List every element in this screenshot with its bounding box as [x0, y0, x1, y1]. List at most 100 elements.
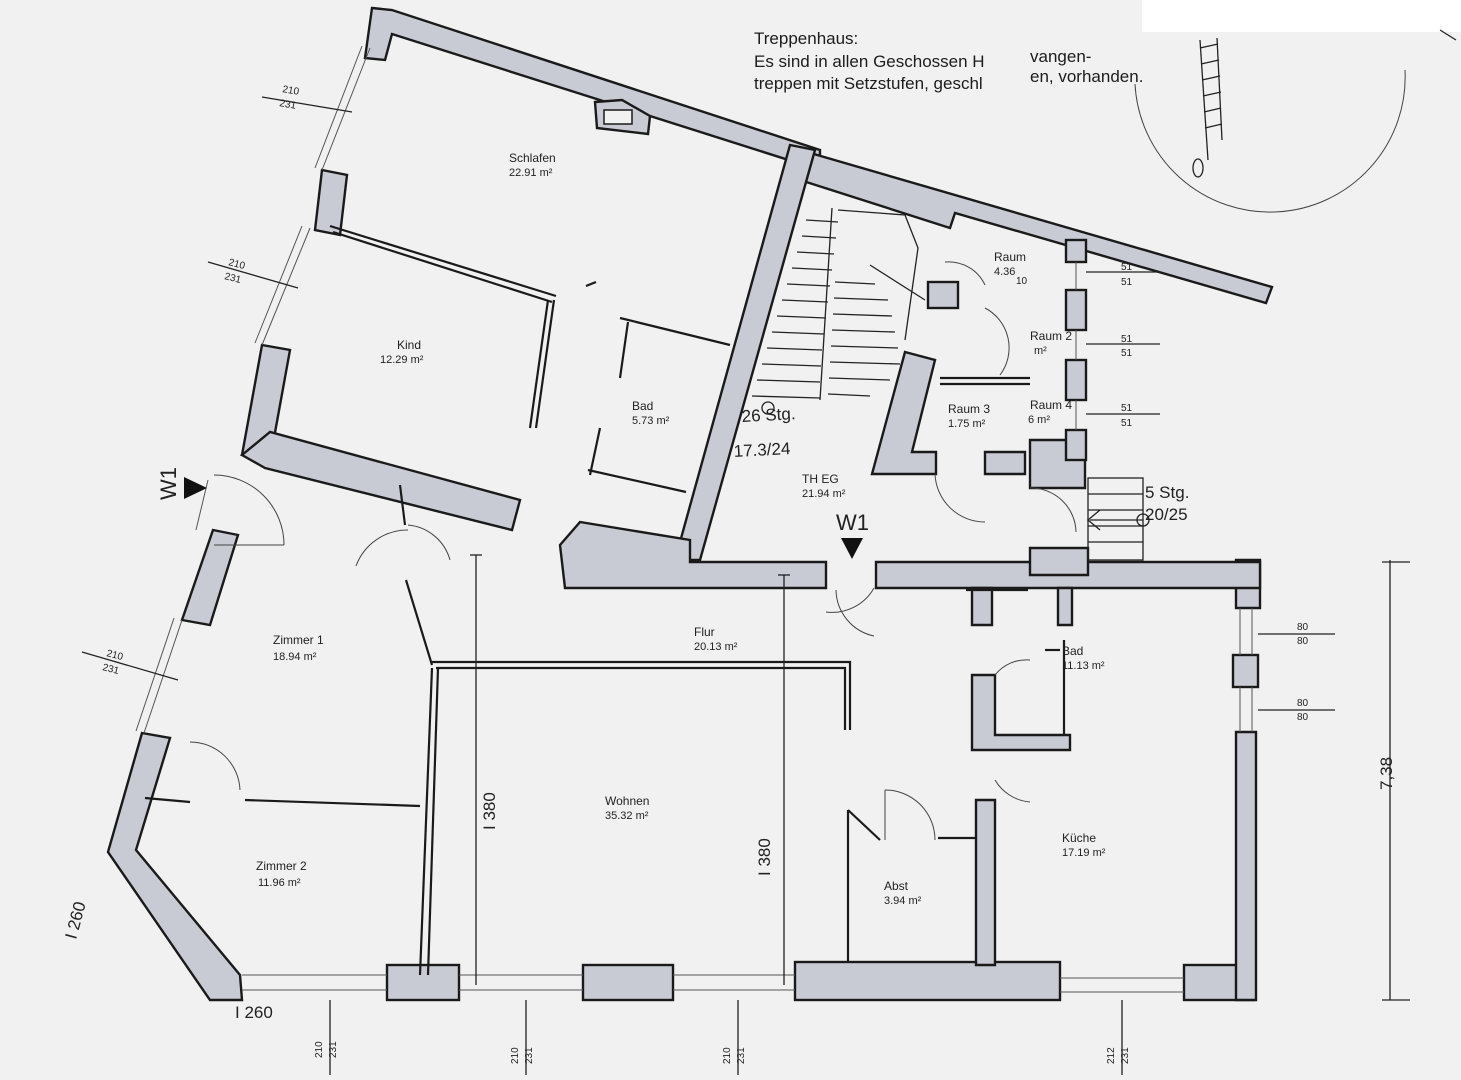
dim-51: 51	[1121, 262, 1133, 273]
room-name: Flur	[694, 625, 715, 639]
room-raum4[interactable]: Raum 4 6 m²	[1028, 398, 1072, 426]
w1-marker-center: W1	[836, 510, 869, 559]
paper-patch	[1142, 0, 1461, 32]
room-name: TH EG	[802, 472, 839, 486]
room-name: Zimmer 2	[256, 859, 307, 873]
room-area: 17.19 m²	[1062, 847, 1106, 859]
dim-80: 80	[1297, 622, 1309, 633]
room-area: 18.94 m²	[273, 651, 317, 663]
room-name: Küche	[1062, 831, 1096, 845]
window-dims: 210 231 210 231 210 231 210 231 210 231 …	[101, 84, 1308, 1064]
room-raum2[interactable]: Raum 2 m²	[1030, 329, 1072, 357]
room-area: 21.94 m²	[802, 488, 846, 500]
main-staircase[interactable]	[751, 207, 926, 415]
dim-231: 231	[101, 662, 120, 677]
dimension-i380-left: I 380	[480, 792, 499, 830]
dim-231: 231	[278, 98, 297, 112]
room-flur[interactable]: Flur 20.13 m²	[694, 625, 738, 653]
room-name: Wohnen	[605, 794, 649, 808]
room-name: Bad	[632, 399, 653, 413]
dim-212: 212	[1106, 1047, 1117, 1064]
dimension-i380-right: I 380	[755, 838, 774, 876]
room-name: Raum 2	[1030, 329, 1072, 343]
dim-210: 210	[227, 257, 246, 272]
note-line-2a: Es sind in allen Geschossen H	[754, 52, 985, 71]
dim-51: 51	[1121, 348, 1133, 359]
room-name: Raum 4	[1030, 398, 1072, 412]
w1-label: W1	[836, 510, 869, 535]
room-th-eg[interactable]: TH EG 21.94 m²	[802, 472, 846, 500]
dim-231: 231	[223, 271, 242, 286]
room-area: 20.13 m²	[694, 641, 738, 653]
dim-210: 210	[722, 1047, 733, 1064]
room-bad-left[interactable]: Bad 5.73 m²	[632, 399, 670, 427]
w1-marker-left: W1	[156, 467, 207, 500]
dim-231: 231	[1120, 1047, 1131, 1064]
dimension-i260-bottom: I 260	[235, 1003, 273, 1022]
room-name: Bad	[1062, 644, 1083, 658]
dim-231: 231	[524, 1047, 535, 1064]
w1-arrow-icon	[184, 477, 207, 499]
w1-arrow-icon	[841, 538, 863, 559]
partitions	[144, 224, 1066, 976]
dim-210: 210	[510, 1047, 521, 1064]
small-stair-count: 5 Stg.	[1145, 483, 1189, 502]
dim-210: 210	[314, 1041, 325, 1058]
dim-210: 210	[105, 648, 124, 663]
dim-51: 51	[1121, 334, 1133, 345]
room-area: 12.29 m²	[380, 354, 424, 366]
room-abst[interactable]: Abst 3.94 m²	[884, 879, 922, 907]
room-area: 22.91 m²	[509, 167, 553, 179]
walls	[106, 6, 1274, 1002]
dim-210: 210	[281, 84, 300, 98]
room-name: Raum	[994, 250, 1026, 264]
note-line-3b: en, vorhanden.	[1030, 67, 1143, 86]
room-area: 11.96 m²	[258, 877, 301, 889]
room-area: 6 m²	[1028, 414, 1050, 426]
dim-231: 231	[736, 1047, 747, 1064]
room-name: Schlafen	[509, 151, 556, 165]
dim-51: 51	[1121, 403, 1133, 414]
room-raum[interactable]: Raum 4.36	[994, 250, 1026, 278]
dimension-i260-side: I 260	[62, 900, 90, 941]
dim-80: 80	[1297, 712, 1309, 723]
dim-51: 51	[1121, 277, 1133, 288]
compass	[1134, 29, 1457, 213]
dim-51: 51	[1121, 418, 1133, 429]
room-area: 1.75 m²	[948, 418, 986, 430]
small-stair-ratio: 20/25	[1145, 505, 1188, 524]
room-zimmer1[interactable]: Zimmer 1 18.94 m²	[273, 633, 324, 663]
interior-dimension-lines	[470, 554, 1410, 1001]
note-line-2b: vangen-	[1030, 47, 1091, 66]
note-line-1: Treppenhaus:	[754, 29, 858, 48]
room-area: 35.32 m²	[605, 810, 649, 822]
dim-231: 231	[328, 1041, 339, 1058]
room-zimmer2[interactable]: Zimmer 2 11.96 m²	[256, 859, 307, 889]
room-name: Raum 3	[948, 402, 990, 416]
main-stair-count: 26 Stg.	[741, 404, 796, 426]
w1-label: W1	[156, 467, 181, 500]
small-staircase[interactable]	[1086, 477, 1150, 561]
dim-10: 10	[1016, 276, 1028, 287]
room-area: m²	[1034, 345, 1047, 357]
room-name: Abst	[884, 879, 909, 893]
dim-80: 80	[1297, 698, 1309, 709]
room-name: Kind	[397, 338, 421, 352]
room-raum3[interactable]: Raum 3 1.75 m²	[948, 402, 990, 430]
room-bad-right[interactable]: Bad 11.13 m²	[1062, 644, 1105, 672]
main-stair-ratio: 17.3/24	[733, 439, 791, 461]
door-swings	[189, 261, 1077, 841]
room-kueche[interactable]: Küche 17.19 m²	[1062, 831, 1106, 859]
external-ticks	[81, 96, 1335, 1075]
room-area: 11.13 m²	[1062, 660, 1105, 672]
dim-80: 80	[1297, 636, 1309, 647]
note-line-3a: treppen mit Setzstufen, geschl	[754, 74, 983, 93]
room-area: 5.73 m²	[632, 415, 670, 427]
room-name: Zimmer 1	[273, 633, 324, 647]
room-area: 4.36	[994, 266, 1015, 278]
room-schlafen[interactable]: Schlafen 22.91 m²	[509, 151, 556, 179]
room-area: 3.94 m²	[884, 895, 922, 907]
room-kind[interactable]: Kind 12.29 m²	[380, 338, 424, 366]
room-wohnen[interactable]: Wohnen 35.32 m²	[605, 794, 649, 822]
